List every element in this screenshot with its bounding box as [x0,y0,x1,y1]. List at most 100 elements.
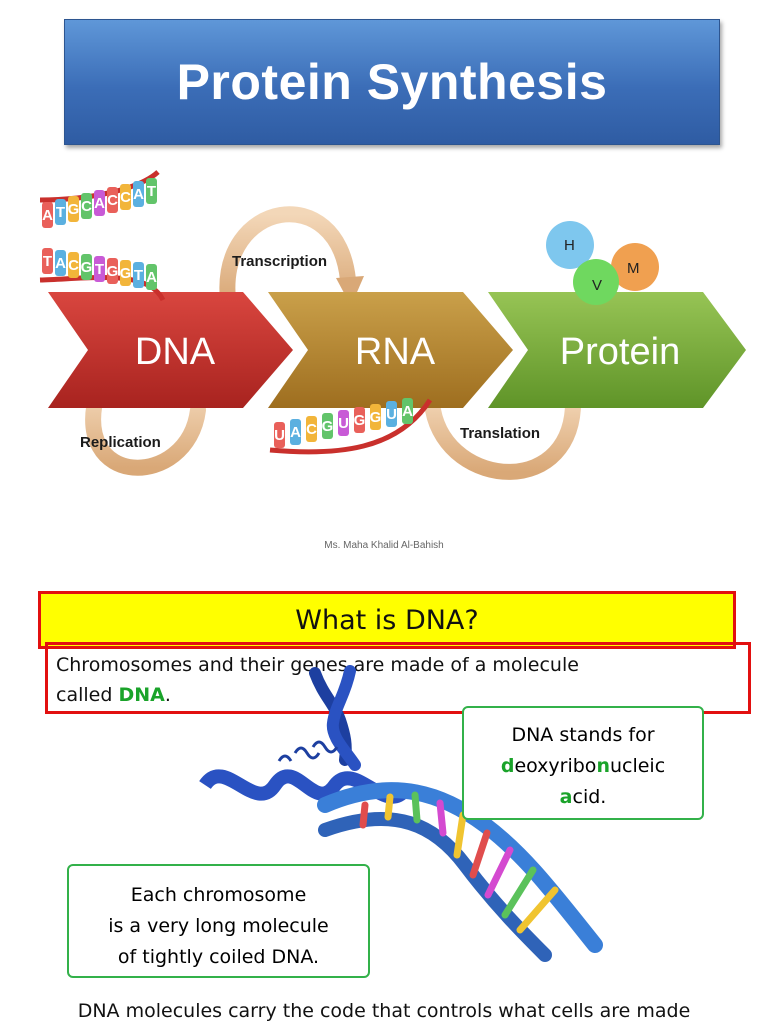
translation-label: Translation [460,425,540,442]
rna-nucleotide-letter: A [290,424,301,441]
dna-top-nucleotide-letter: C [120,189,131,206]
rna-nucleotide-letter: U [274,427,285,444]
protein-arrow [488,292,746,408]
replication-label: Replication [80,434,161,451]
rna-nucleotide-letter: U [386,406,397,423]
rna-nucleotide-letter: A [402,403,413,420]
intro-box [45,642,751,714]
letter-d: d [500,755,515,777]
rna-nucleotide-letter: G [322,418,334,435]
dna-helix-illustration [199,665,603,962]
dna-top-nucleotide-tile [120,184,131,210]
footer-text: DNA molecules carry the code that contro… [77,1000,691,1022]
translation-arc [425,387,582,480]
author-credit: Ms. Maha Khalid Al-Bahish [324,540,444,551]
intro-dna-highlight: DNA [118,684,165,706]
dna-bottom-nucleotide-letter: T [43,253,52,270]
definition-line-1: DNA stands for [511,724,655,746]
amino-acid-m-label: M [627,260,640,277]
rna-nucleotide-letter: G [354,412,366,429]
dna-bottom-nucleotide-tile [94,256,105,282]
rna-nucleotide-tile [338,410,349,436]
dna-top-nucleotide-letter: A [133,186,144,203]
dna-bottom-nucleotide-tile [107,258,118,284]
dna-top-nucleotide-tile [94,190,105,216]
chromosome-box: Each chromosome is a very long molecule … [67,864,370,978]
dna-top-nucleotide-tile [81,193,92,219]
rna-nucleotide-letter: G [370,409,382,426]
dna-top-nucleotide-tile [107,187,118,213]
rna-label: RNA [355,331,436,373]
rna-nucleotide-tile [290,419,301,445]
section-heading-box: What is DNA? [38,591,736,649]
dna-top-nucleotide-tile [133,181,144,207]
dna-top-nucleotide-letter: G [68,201,80,218]
amino-acid-v-label: V [592,277,602,294]
dna-top-nucleotide-tile [68,196,79,222]
letter-a: a [559,786,573,808]
rna-nucleotide-tile [274,422,285,448]
dna-bottom-nucleotide-letter: G [120,265,132,282]
chromosome-line-3: of tightly coiled DNA. [117,946,320,968]
amino-acid-v [573,259,619,305]
transcription-label: Transcription [232,253,327,270]
dna-top-nucleotide-letter: T [147,183,156,200]
dna-top-nucleotide-tile [42,202,53,228]
intro-period: . [164,684,171,706]
amino-acid-h [546,221,594,269]
dna-bottom-nucleotide-letter: G [107,263,119,280]
chromosome-icon [309,665,361,771]
definition-part-2: ucleic [609,755,666,777]
transcription-arc [219,206,356,308]
dna-bottom-nucleotide-tile [81,254,92,280]
dna-top-nucleotide-letter: C [81,198,92,215]
definition-part-3: cid. [572,786,607,808]
amino-acid-m [611,243,659,291]
dna-bottom-nucleotide-letter: G [81,259,93,276]
dna-bottom-nucleotide-letter: A [146,269,157,286]
dna-top-nucleotide-tile [55,199,66,225]
intro-line-1: Chromosomes and their genes are made of … [56,654,579,676]
dna-bottom-nucleotide-tile [146,264,157,290]
dna-bottom-nucleotide-tile [55,250,66,276]
intro-line-2: called [56,684,119,706]
rna-nucleotide-tile [370,404,381,430]
definition-part-1: eoxyribo [514,755,597,777]
rna-nucleotide-tile [386,401,397,427]
dna-arrow [48,292,293,408]
dna-top-nucleotide-tile [146,178,157,204]
title-banner: Protein Synthesis [64,19,720,145]
dna-top-nucleotide-letter: A [94,195,105,212]
transcription-arrowhead [336,276,364,306]
dna-bottom-nucleotide-tile [133,262,144,288]
section-heading: What is DNA? [295,604,479,636]
dna-bottom-nucleotide-tile [68,252,79,278]
dna-top-nucleotide-letter: C [107,192,118,209]
rna-nucleotide-letter: C [306,421,317,438]
replication-arc [85,382,206,476]
dna-bottom-nucleotide-letter: T [134,267,143,284]
protein-synthesis-diagram: DNA RNA Protein Transcription Replicatio… [39,170,746,480]
amino-acid-h-label: H [564,237,575,254]
rna-nucleotide-tile [354,407,365,433]
rna-nucleotide-tile [322,413,333,439]
dna-bottom-nucleotide-tile [42,248,53,274]
rna-backbone [269,398,433,455]
base-pairs [359,791,559,934]
chromosome-line-1: Each chromosome [130,884,307,906]
dna-label: DNA [135,331,216,373]
dna-top-nucleotide-letter: T [56,204,65,221]
dna-bottom-nucleotide-letter: A [55,255,66,272]
rna-nucleotide-letter: U [338,415,349,432]
dna-top-nucleotide-letter: A [42,207,53,224]
rna-nucleotide-tile [402,398,413,424]
intro-text: Chromosomes and their genes are made of … [56,650,696,710]
coiled-dna [277,740,339,762]
chromosome-line-2: is a very long molecule [108,915,329,937]
dna-bottom-nucleotide-letter: T [95,261,104,278]
page-title: Protein Synthesis [176,54,608,110]
rna-nucleotide-tile [306,416,317,442]
